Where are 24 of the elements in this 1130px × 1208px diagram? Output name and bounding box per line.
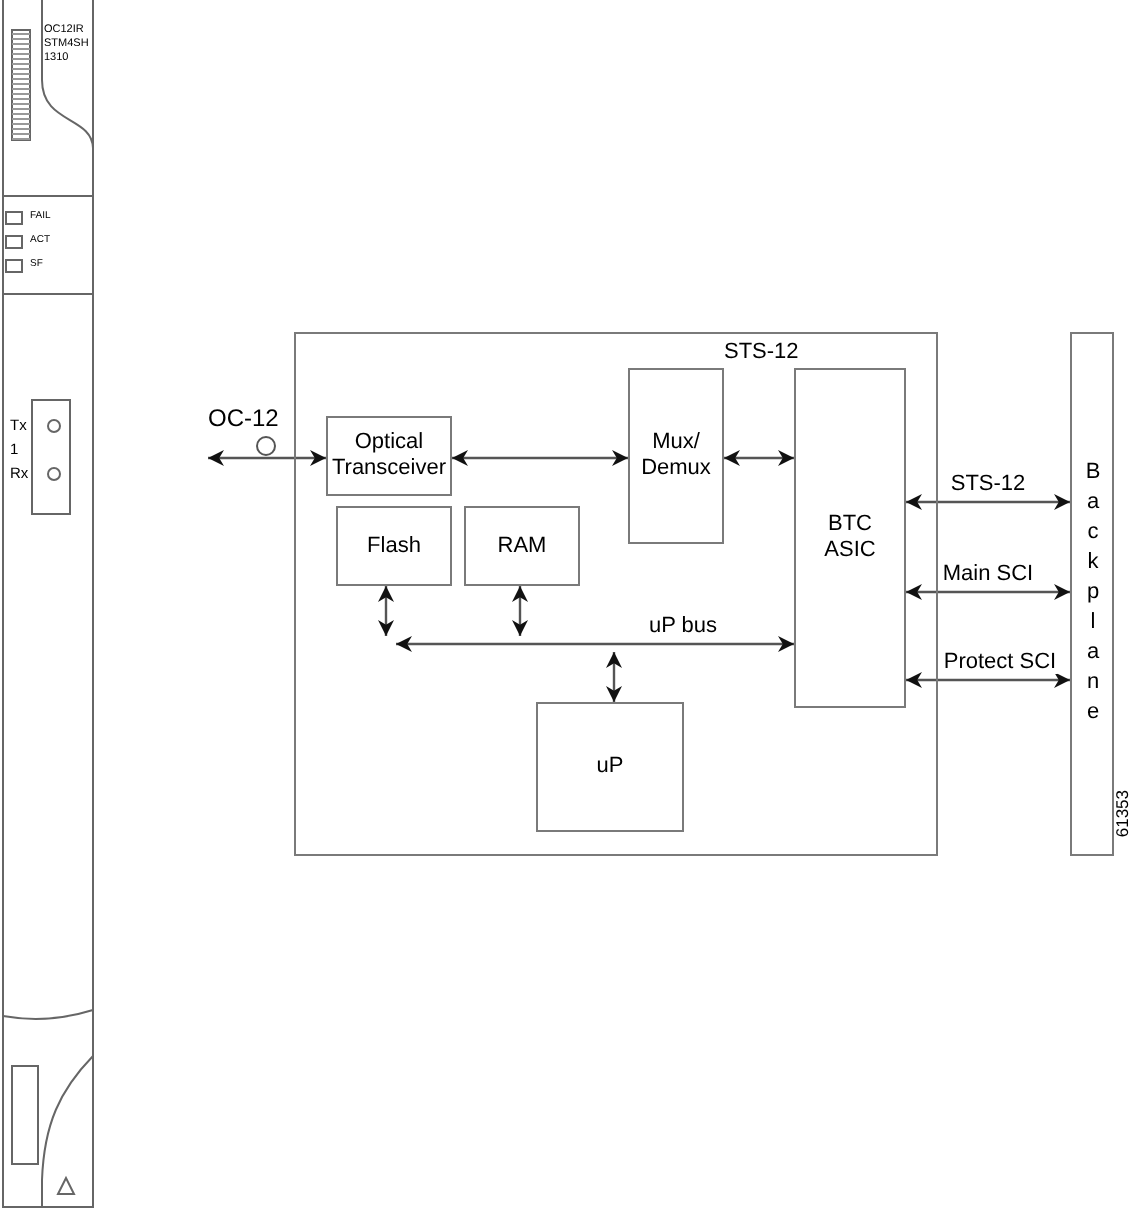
edge-label: uP bus: [646, 614, 720, 638]
transceiver-block: Optical Transceiver: [326, 416, 452, 496]
double-arrow: [378, 586, 394, 636]
double-arrow: [452, 450, 628, 466]
processor-block: uP: [536, 702, 684, 832]
double-arrow: [724, 450, 794, 466]
edge-label: Main SCI: [940, 562, 1036, 586]
edge-label: Protect SCI: [941, 650, 1059, 674]
double-arrow: [512, 586, 528, 636]
backplane-bar: Backplane: [1070, 332, 1114, 856]
signal-label: STS-12: [724, 342, 799, 364]
double-arrow: [606, 652, 622, 702]
asic-block: BTC ASIC: [794, 368, 906, 708]
double-arrow: [906, 672, 1070, 688]
port-label: OC-12: [208, 406, 279, 432]
double-arrow: [906, 584, 1070, 600]
double-arrow: [906, 494, 1070, 510]
memory-block: Flash: [336, 506, 452, 586]
double-arrow: [396, 636, 794, 652]
card-block: [294, 332, 938, 856]
edge-label: STS-12: [948, 472, 1028, 496]
mux-block: Mux/ Demux: [628, 368, 724, 544]
double-arrow: [208, 450, 326, 466]
memory-block: RAM: [464, 506, 580, 586]
